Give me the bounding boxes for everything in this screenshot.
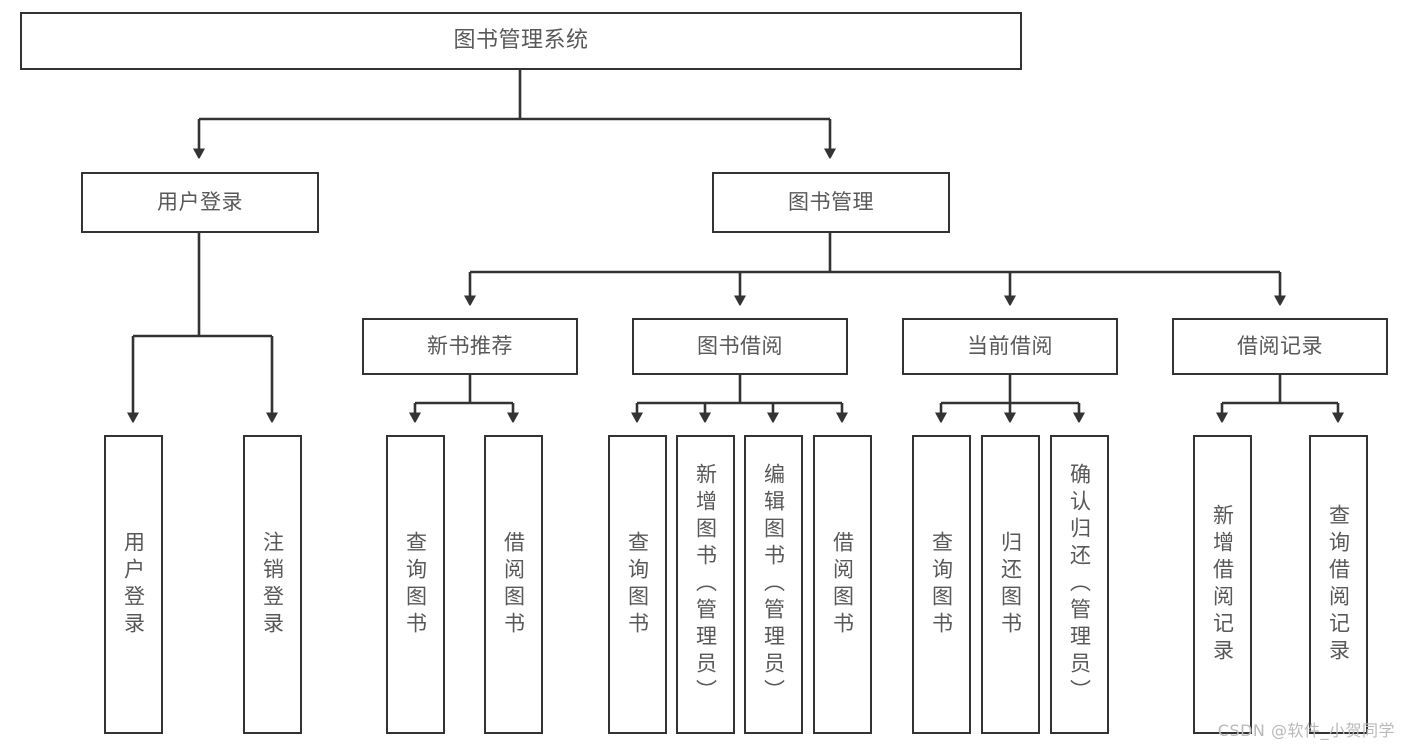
node-leaf-borrow-book-1-label: 借阅图书	[501, 530, 526, 639]
node-leaf-user-login-label: 用户登录	[121, 530, 146, 639]
node-user-login[interactable]: 用户登录	[81, 172, 319, 233]
node-leaf-query-record-label: 查询借阅记录	[1326, 503, 1351, 666]
node-borrow-record[interactable]: 借阅记录	[1172, 318, 1388, 375]
node-leaf-confirm-return[interactable]: 确认归还（管理员）	[1050, 435, 1109, 734]
node-book-management[interactable]: 图书管理	[712, 172, 950, 233]
node-book-borrow-label: 图书借阅	[697, 334, 783, 359]
node-leaf-add-book-label: 新增图书（管理员）	[693, 463, 718, 706]
node-leaf-query-record[interactable]: 查询借阅记录	[1309, 435, 1368, 734]
node-current-borrow-label: 当前借阅	[967, 334, 1053, 359]
node-current-borrow[interactable]: 当前借阅	[902, 318, 1118, 375]
node-leaf-edit-book-label: 编辑图书（管理员）	[761, 463, 786, 706]
node-leaf-query-book-3[interactable]: 查询图书	[912, 435, 971, 734]
node-leaf-query-book-3-label: 查询图书	[929, 530, 954, 639]
node-user-login-label: 用户登录	[157, 190, 243, 215]
node-borrow-record-label: 借阅记录	[1237, 334, 1323, 359]
node-leaf-query-book-2[interactable]: 查询图书	[608, 435, 667, 734]
node-leaf-borrow-book-2[interactable]: 借阅图书	[813, 435, 872, 734]
node-leaf-add-record-label: 新增借阅记录	[1210, 503, 1235, 666]
node-leaf-borrow-book-1[interactable]: 借阅图书	[484, 435, 543, 734]
node-leaf-user-logout[interactable]: 注销登录	[243, 435, 302, 734]
node-leaf-return-book[interactable]: 归还图书	[981, 435, 1040, 734]
watermark-credit: CSDN @软件_小贺同学	[1217, 721, 1395, 740]
node-leaf-user-login[interactable]: 用户登录	[104, 435, 163, 734]
node-leaf-query-book-1-label: 查询图书	[403, 530, 428, 639]
node-leaf-confirm-return-label: 确认归还（管理员）	[1067, 463, 1092, 706]
node-root-system[interactable]: 图书管理系统	[20, 12, 1022, 70]
node-book-management-label: 图书管理	[788, 190, 874, 215]
node-new-book-recommend[interactable]: 新书推荐	[362, 318, 578, 375]
node-leaf-add-record[interactable]: 新增借阅记录	[1193, 435, 1252, 734]
node-leaf-borrow-book-2-label: 借阅图书	[830, 530, 855, 639]
node-book-borrow[interactable]: 图书借阅	[632, 318, 848, 375]
node-leaf-add-book[interactable]: 新增图书（管理员）	[676, 435, 735, 734]
node-leaf-query-book-2-label: 查询图书	[625, 530, 650, 639]
node-leaf-return-book-label: 归还图书	[998, 530, 1023, 639]
node-leaf-user-logout-label: 注销登录	[260, 530, 285, 639]
node-root-system-label: 图书管理系统	[453, 28, 589, 54]
node-leaf-edit-book[interactable]: 编辑图书（管理员）	[744, 435, 803, 734]
node-leaf-query-book-1[interactable]: 查询图书	[386, 435, 445, 734]
node-new-book-recommend-label: 新书推荐	[427, 334, 513, 359]
